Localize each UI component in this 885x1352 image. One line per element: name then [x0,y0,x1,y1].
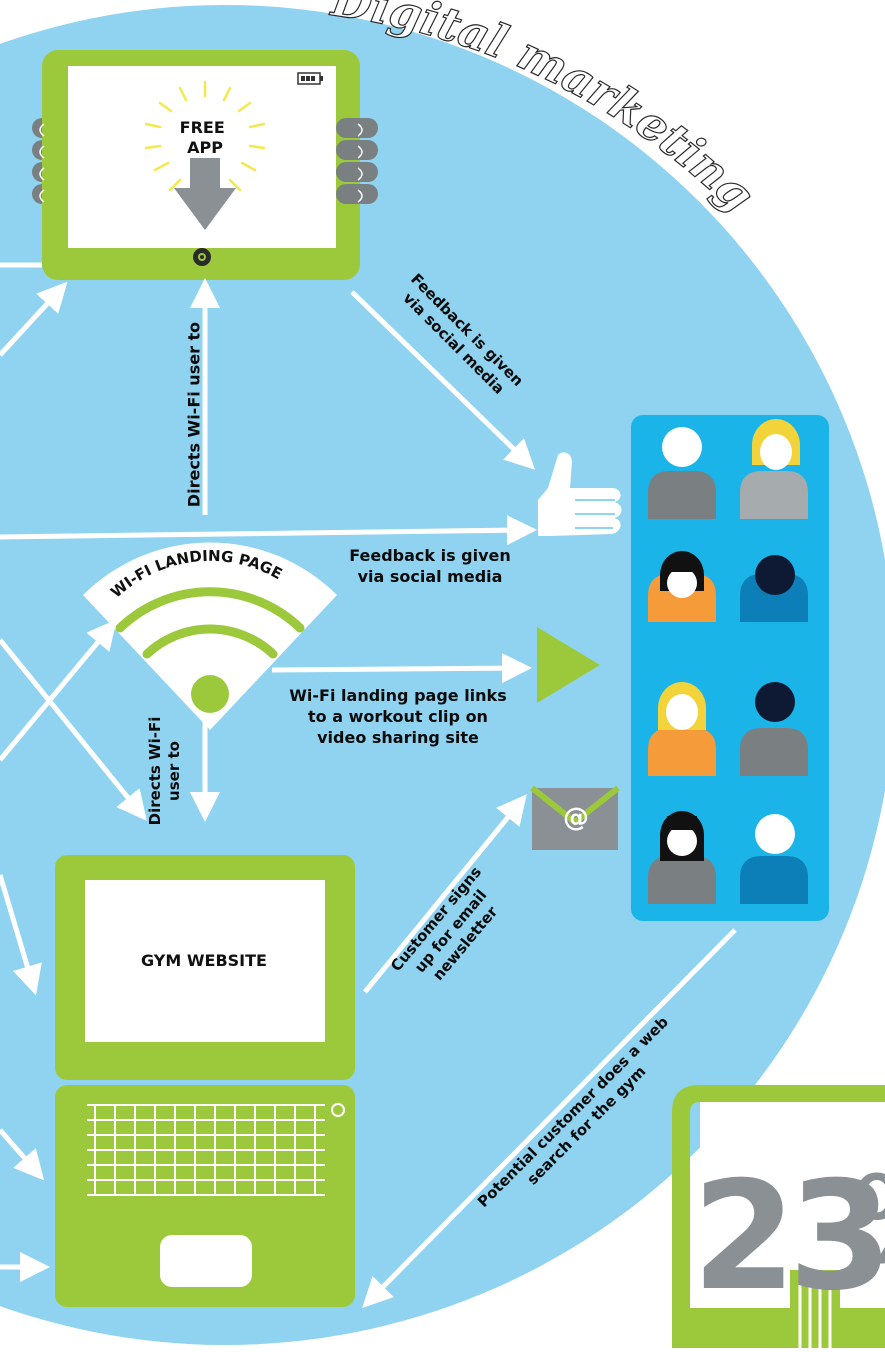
monitor-stand-stripes [798,1272,832,1348]
email-at-symbol: @ [563,803,589,833]
arrow-website-to-email [363,794,527,994]
label-directs-wifi-to-app: Directs Wi-Fi user to [184,321,204,508]
right-hand-fingers [336,118,378,204]
laptop-keyboard [87,1104,325,1196]
label-video-link: Wi-Fi landing page links to a workout cl… [289,686,507,747]
tablet-icon [32,50,378,280]
person-icon [648,682,716,776]
arrow-left-to-website-lower [0,1128,45,1181]
statistic-percent: % [850,1152,885,1291]
battery-icon [297,72,323,85]
laptop-icon [55,855,355,1307]
download-arrow-icon [174,158,236,230]
arrow-wifi-to-video [271,653,532,684]
thumbs-up-icon [538,452,622,536]
arrow-diagonal-to-tablet [0,281,68,357]
video-play-icon [537,627,600,703]
person-icon [648,551,716,622]
arrow-app-to-social [350,290,536,470]
monitor-stand [790,1270,840,1348]
flow-arrows [0,262,737,1308]
arrow-search-to-website [362,928,737,1308]
label-feedback-main: Feedback is given via social media [349,546,511,586]
arrow-main-to-social [0,515,537,546]
arrow-left-to-wifi [0,619,117,762]
arrow-left-to-website-upper [0,874,42,996]
arrow-left-to-website [0,638,147,821]
wifi-icon [83,542,337,730]
laptop-screen-label: GYM WEBSITE [141,951,267,970]
audience-panel [631,415,829,921]
monitor-icon [672,1085,885,1348]
email-envelope-icon [530,785,620,850]
person-icon [740,419,808,519]
person-icon [648,811,716,904]
person-icon [740,555,808,622]
label-directs-wifi-to-site: Directs Wi-Fi user to [146,716,183,826]
person-icon [740,814,808,904]
burst-lines [144,80,266,192]
person-icon [740,682,808,776]
person-icon [648,427,716,519]
statistic-number: 23 [692,1150,885,1324]
tablet-label: FREE APP [180,118,231,157]
laptop-trackpad [160,1235,252,1287]
